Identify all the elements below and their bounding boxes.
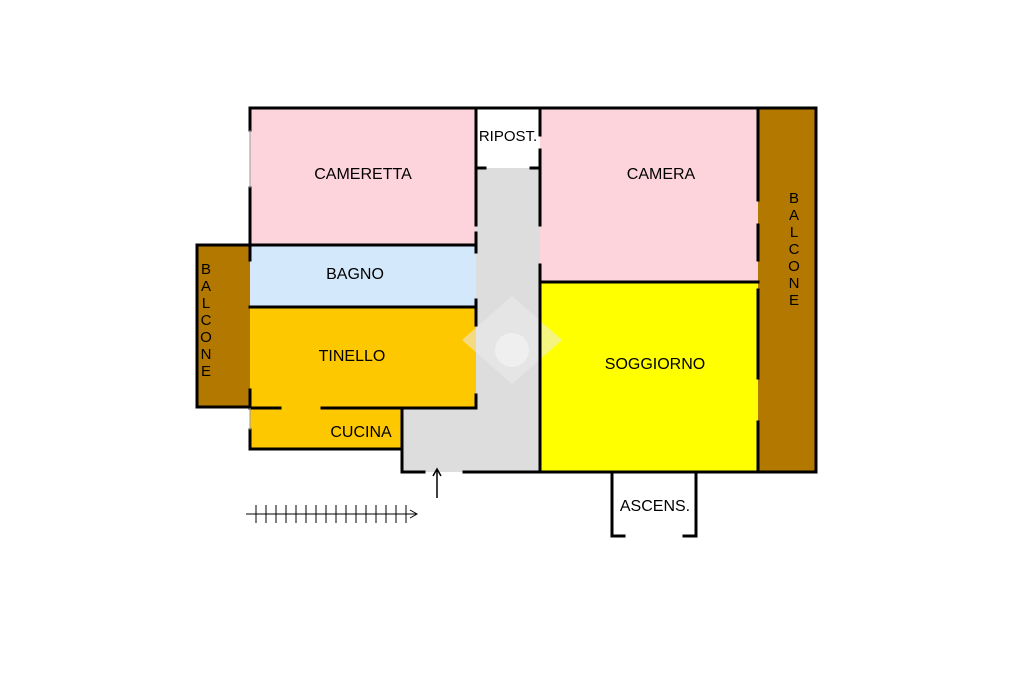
room-bagno: [250, 245, 476, 307]
room-ripostiglio: [476, 108, 540, 168]
balcony-right-letter: B: [789, 190, 799, 207]
room-camera: [540, 108, 758, 282]
room-labels: CAMERETTA RIPOST. CAMERA BAGNO TINELLO C…: [314, 128, 705, 515]
balcony-right-letter: E: [789, 292, 799, 309]
balcony-right-letter: C: [789, 241, 800, 258]
label-tinello: TINELLO: [319, 348, 386, 365]
balcony-left-label: B A L C O N E: [200, 261, 212, 380]
arrow-up-icon: [432, 467, 442, 498]
balcony-left-letter: E: [201, 363, 211, 380]
room-cucina: [250, 408, 402, 449]
balcony-right-letter: L: [790, 224, 798, 241]
balcony-right-letter: N: [789, 275, 800, 292]
label-cucina: CUCINA: [330, 424, 392, 441]
balcony-left-letter: O: [200, 329, 212, 346]
balcony-right-letter: O: [788, 258, 800, 275]
stairs-icon: [246, 505, 419, 523]
room-cameretta: [250, 108, 476, 245]
balcony-left: [197, 245, 250, 407]
balcony-left-letter: C: [201, 312, 212, 329]
house-logo-icon: [462, 296, 562, 384]
label-bagno: BAGNO: [326, 266, 384, 283]
walls: [195, 106, 818, 538]
room-tinello: [250, 307, 476, 408]
balcony-left-letter: N: [201, 346, 212, 363]
balcony-right-label: B A L C O N E: [788, 190, 800, 309]
label-ripostiglio: RIPOST.: [479, 128, 537, 145]
balcony-left-letter: A: [201, 278, 211, 295]
balcony-right-letter: A: [789, 207, 799, 224]
label-soggiorno: SOGGIORNO: [605, 356, 705, 373]
label-camera: CAMERA: [627, 166, 696, 183]
label-cameretta: CAMERETTA: [314, 166, 412, 183]
label-ascensore: ASCENS.: [620, 498, 690, 515]
balcony-right: [758, 108, 816, 472]
hallway-area: [402, 168, 540, 472]
room-soggiorno: [540, 282, 758, 472]
balcony-left-letter: L: [202, 295, 210, 312]
balcony-left-letter: B: [201, 261, 211, 278]
room-fills: [197, 108, 816, 472]
